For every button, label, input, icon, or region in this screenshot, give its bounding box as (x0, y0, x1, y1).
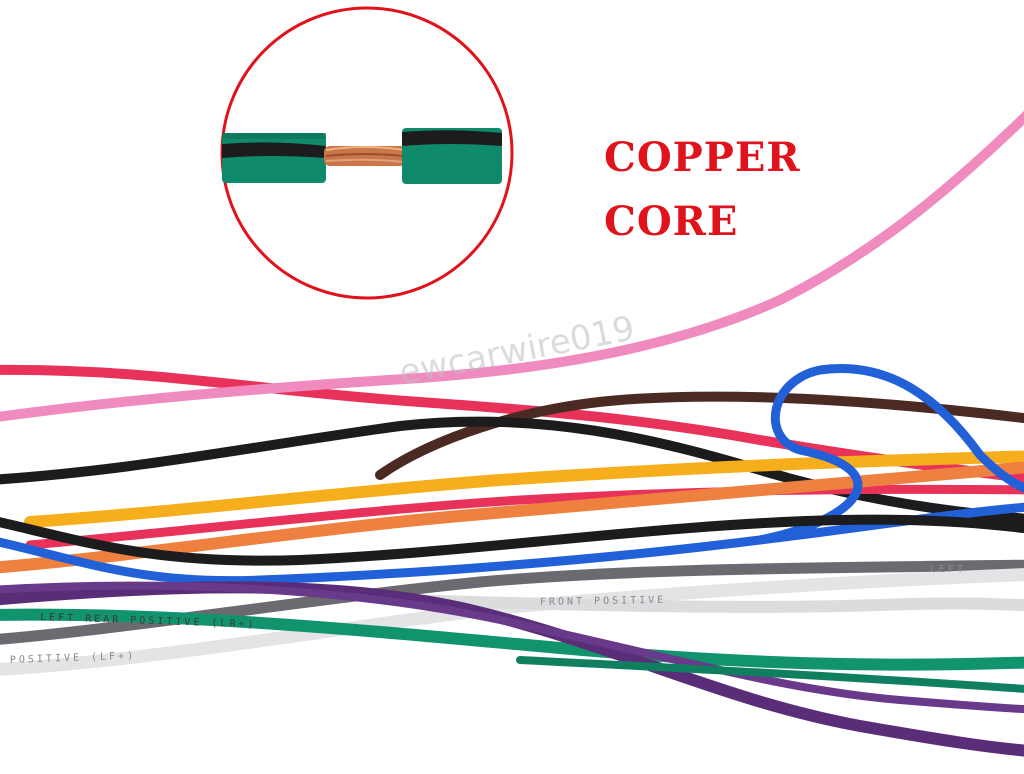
stripped-wire-closeup (222, 128, 502, 184)
copper-strands (324, 146, 406, 166)
wires (0, 110, 1024, 757)
brown-wire (375, 391, 1024, 480)
red-wire-lower (25, 484, 1024, 550)
blue-wire-loop (755, 364, 1024, 545)
wire-print-left: LEFT (930, 564, 966, 575)
core-label: CORE (604, 198, 739, 245)
pink-wire (0, 110, 1024, 422)
white-wire-2 (394, 594, 1024, 613)
wire-print-front-positive: FRONT POSITIVE (540, 595, 666, 608)
gray-wire (0, 559, 1024, 645)
purple-wire-2 (0, 581, 1024, 714)
green-wire-2 (516, 656, 1024, 693)
wire-print-positive-lf: POSITIVE (LF+) (10, 651, 137, 666)
yellow-wire (24, 450, 1024, 528)
copper-core-callout (220, 6, 514, 300)
green-wire (0, 608, 1024, 671)
black-wire-upper (0, 416, 1024, 524)
black-wire-lower (0, 514, 1024, 566)
copper-label: COPPER (604, 134, 801, 181)
